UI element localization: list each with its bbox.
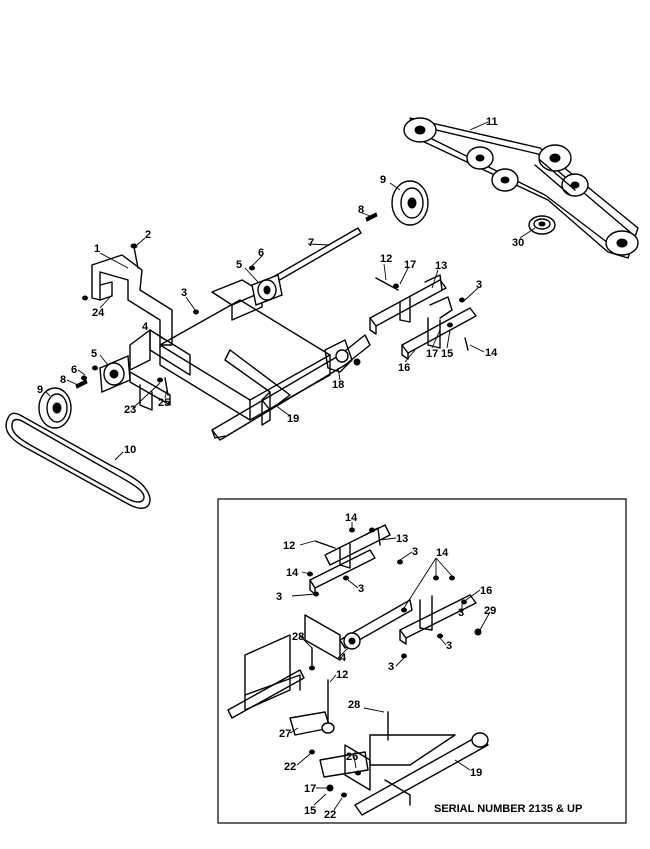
inset-caption: SERIAL NUMBER 2135 & UP — [434, 803, 582, 815]
inset-callout-13: 13 — [396, 533, 408, 545]
callout-30: 30 — [512, 237, 524, 249]
callout-2: 2 — [145, 229, 151, 241]
callout-23: 23 — [124, 404, 136, 416]
callouts-main: 1 2 3 4 5 5 6 6 7 8 8 9 9 10 11 12 13 3 … — [37, 116, 524, 456]
inset-callout-3-d: 3 — [458, 607, 464, 619]
mount-18 — [324, 339, 361, 373]
callout-18: 18 — [332, 379, 344, 391]
callout-3-right: 3 — [476, 279, 482, 291]
callout-9-upper: 9 — [380, 174, 386, 186]
callout-19: 19 — [287, 413, 299, 425]
belt-10 — [5, 412, 151, 509]
leader-lines-main — [45, 121, 536, 461]
main-frame — [91, 254, 371, 441]
inset-callout-12-top: 12 — [283, 540, 295, 552]
callout-1: 1 — [94, 243, 100, 255]
bearing-5-upper — [251, 274, 283, 306]
key-8-upper — [365, 212, 378, 222]
inset-callout-29: 29 — [484, 605, 496, 617]
callout-6-upper: 6 — [258, 247, 264, 259]
callout-8-lower: 8 — [60, 374, 66, 386]
inset-panel: 14 12 13 3 14 3 3 14 16 3 29 28 4 12 3 3… — [217, 498, 627, 824]
pulley-9-upper — [391, 180, 429, 226]
inset-callout-14-left: 14 — [286, 567, 299, 579]
inset-callout-15: 15 — [304, 805, 316, 817]
callout-16: 16 — [398, 362, 410, 374]
callout-3: 3 — [181, 287, 187, 299]
callout-8-upper: 8 — [358, 204, 364, 216]
inset-callout-3-f: 3 — [388, 661, 394, 673]
inset-callout-19: 19 — [470, 767, 482, 779]
inset-callout-28-top: 28 — [292, 631, 304, 643]
callout-17-upper: 17 — [404, 259, 416, 271]
pulley-30 — [528, 215, 556, 235]
callout-15: 15 — [441, 348, 453, 360]
inset-callout-4: 4 — [340, 652, 347, 664]
callout-5-lower: 5 — [91, 348, 97, 360]
inset-callout-14-right: 14 — [436, 547, 449, 559]
inset-callout-17: 17 — [304, 783, 316, 795]
callout-13: 13 — [435, 260, 447, 272]
inset-callout-3-a: 3 — [412, 546, 418, 558]
callout-4: 4 — [142, 321, 149, 333]
inset-callout-22-bottom: 22 — [324, 809, 336, 821]
shaft-7 — [267, 227, 362, 286]
inset-callout-3-b: 3 — [358, 583, 364, 595]
inset-callout-26: 26 — [346, 751, 358, 763]
callout-6-lower: 6 — [71, 364, 77, 376]
inset-callout-3-e: 3 — [446, 640, 452, 652]
rail-16 — [401, 296, 477, 360]
bearing-5-lower — [99, 354, 131, 394]
callout-5-upper: 5 — [236, 259, 242, 271]
inset-callout-22-left: 22 — [284, 761, 296, 773]
callout-17-lower: 17 — [426, 348, 438, 360]
inset-callout-28-mid: 28 — [348, 699, 360, 711]
key-8-lower — [75, 379, 88, 389]
inset-callout-16: 16 — [480, 585, 492, 597]
callout-7: 7 — [308, 237, 314, 249]
callout-25: 25 — [158, 397, 170, 409]
callout-14: 14 — [485, 347, 498, 359]
callout-12: 12 — [380, 253, 392, 265]
callout-24: 24 — [92, 307, 105, 319]
inset-callout-14-top: 14 — [345, 512, 358, 524]
callout-10: 10 — [124, 444, 136, 456]
rail-13 — [369, 274, 447, 335]
inset-callout-27: 27 — [279, 728, 291, 740]
hardware-main — [81, 243, 469, 396]
pulley-9-lower — [38, 387, 72, 429]
inset-callout-12-mid: 12 — [336, 669, 348, 681]
callout-11: 11 — [486, 116, 498, 128]
belt-assembly-11 — [403, 117, 639, 259]
inset-callout-3-c: 3 — [276, 591, 282, 603]
callout-9-lower: 9 — [37, 384, 43, 396]
